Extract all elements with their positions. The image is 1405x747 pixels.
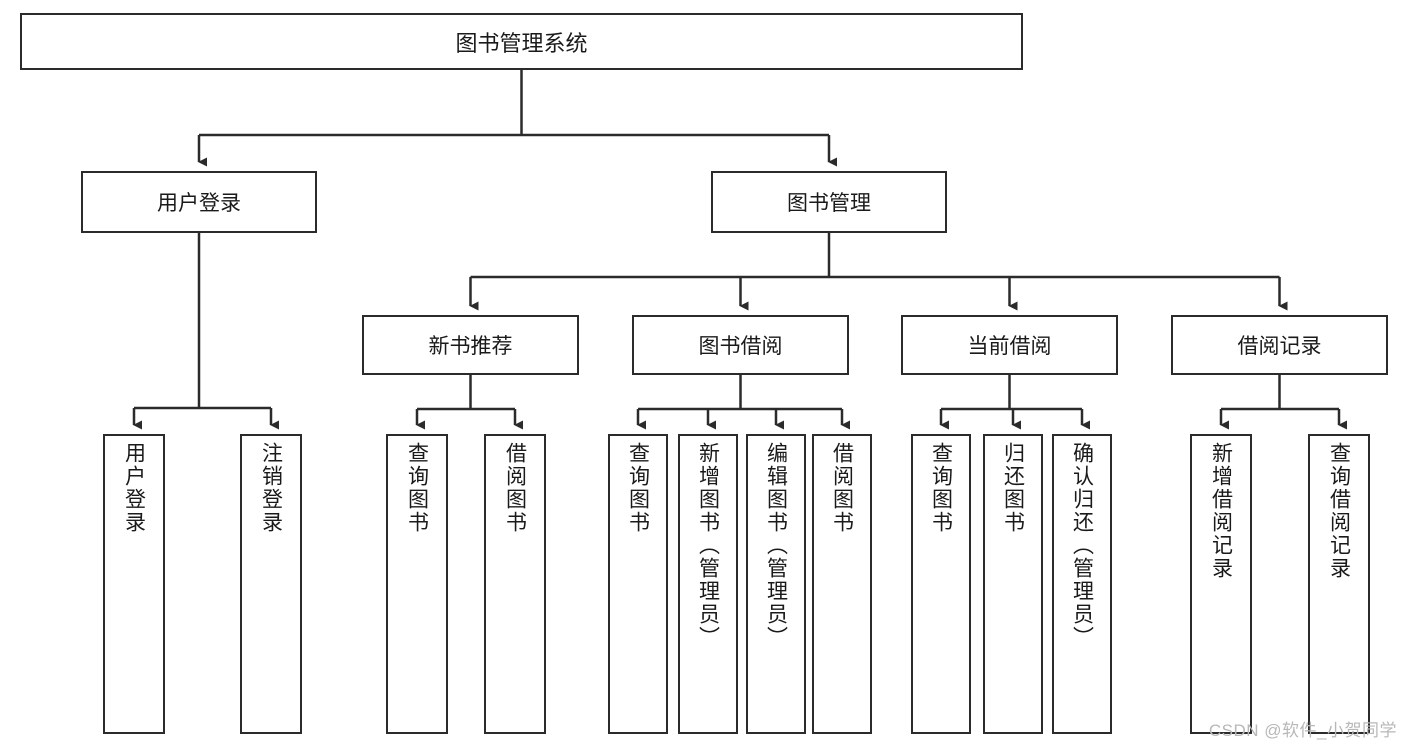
node-leaf-add-book-admin[interactable]: 新增图书（管理员）: [678, 434, 738, 734]
node-label: 查询图书: [929, 442, 953, 534]
node-root[interactable]: 图书管理系统: [20, 13, 1023, 70]
node-label: 图书借阅: [698, 335, 783, 358]
node-label: 借阅图书: [503, 442, 527, 534]
node-label: 用户登录: [122, 442, 146, 534]
node-leaf-confirm-return-admin[interactable]: 确认归还（管理员）: [1052, 434, 1112, 734]
node-label: 查询借阅记录: [1327, 442, 1351, 580]
node-label: 图书管理: [787, 192, 871, 215]
node-label: 新增借阅记录: [1209, 442, 1233, 580]
node-label: 查询图书: [626, 442, 650, 534]
node-leaf-return-book[interactable]: 归还图书: [983, 434, 1043, 734]
node-n-user-login[interactable]: 用户登录: [81, 171, 317, 233]
node-n-current-borrow[interactable]: 当前借阅: [901, 315, 1118, 375]
node-leaf-user-login[interactable]: 用户登录: [103, 434, 165, 734]
node-label: 注销登录: [259, 442, 283, 534]
node-label: 当前借阅: [967, 335, 1052, 358]
node-leaf-edit-book-admin[interactable]: 编辑图书（管理员）: [746, 434, 806, 734]
node-leaf-query-book-rec[interactable]: 查询图书: [386, 434, 448, 734]
node-label: 归还图书: [1001, 442, 1025, 534]
node-label: 借阅记录: [1237, 335, 1322, 358]
node-n-book-manage[interactable]: 图书管理: [711, 171, 947, 233]
node-leaf-add-borrow-record[interactable]: 新增借阅记录: [1190, 434, 1252, 734]
node-label: 确认归还（管理员）: [1070, 442, 1094, 649]
node-label: 用户登录: [157, 192, 241, 215]
watermark-text: CSDN @软件_小贺同学: [1208, 721, 1397, 740]
node-n-borrow-record[interactable]: 借阅记录: [1171, 315, 1388, 375]
node-n-book-borrow[interactable]: 图书借阅: [632, 315, 849, 375]
node-label: 查询图书: [405, 442, 429, 534]
node-n-new-book-rec[interactable]: 新书推荐: [362, 315, 579, 375]
node-leaf-query-book-borrow[interactable]: 查询图书: [608, 434, 668, 734]
node-leaf-logout-login[interactable]: 注销登录: [240, 434, 302, 734]
node-leaf-query-borrow-record[interactable]: 查询借阅记录: [1308, 434, 1370, 734]
node-label: 借阅图书: [830, 442, 854, 534]
node-label: 图书管理系统: [455, 30, 588, 56]
node-leaf-query-book-cur[interactable]: 查询图书: [911, 434, 971, 734]
node-leaf-borrow-book-rec[interactable]: 借阅图书: [484, 434, 546, 734]
node-leaf-borrow-book[interactable]: 借阅图书: [812, 434, 872, 734]
node-label: 新书推荐: [428, 335, 513, 358]
node-label: 编辑图书（管理员）: [764, 442, 788, 649]
node-label: 新增图书（管理员）: [696, 442, 720, 649]
